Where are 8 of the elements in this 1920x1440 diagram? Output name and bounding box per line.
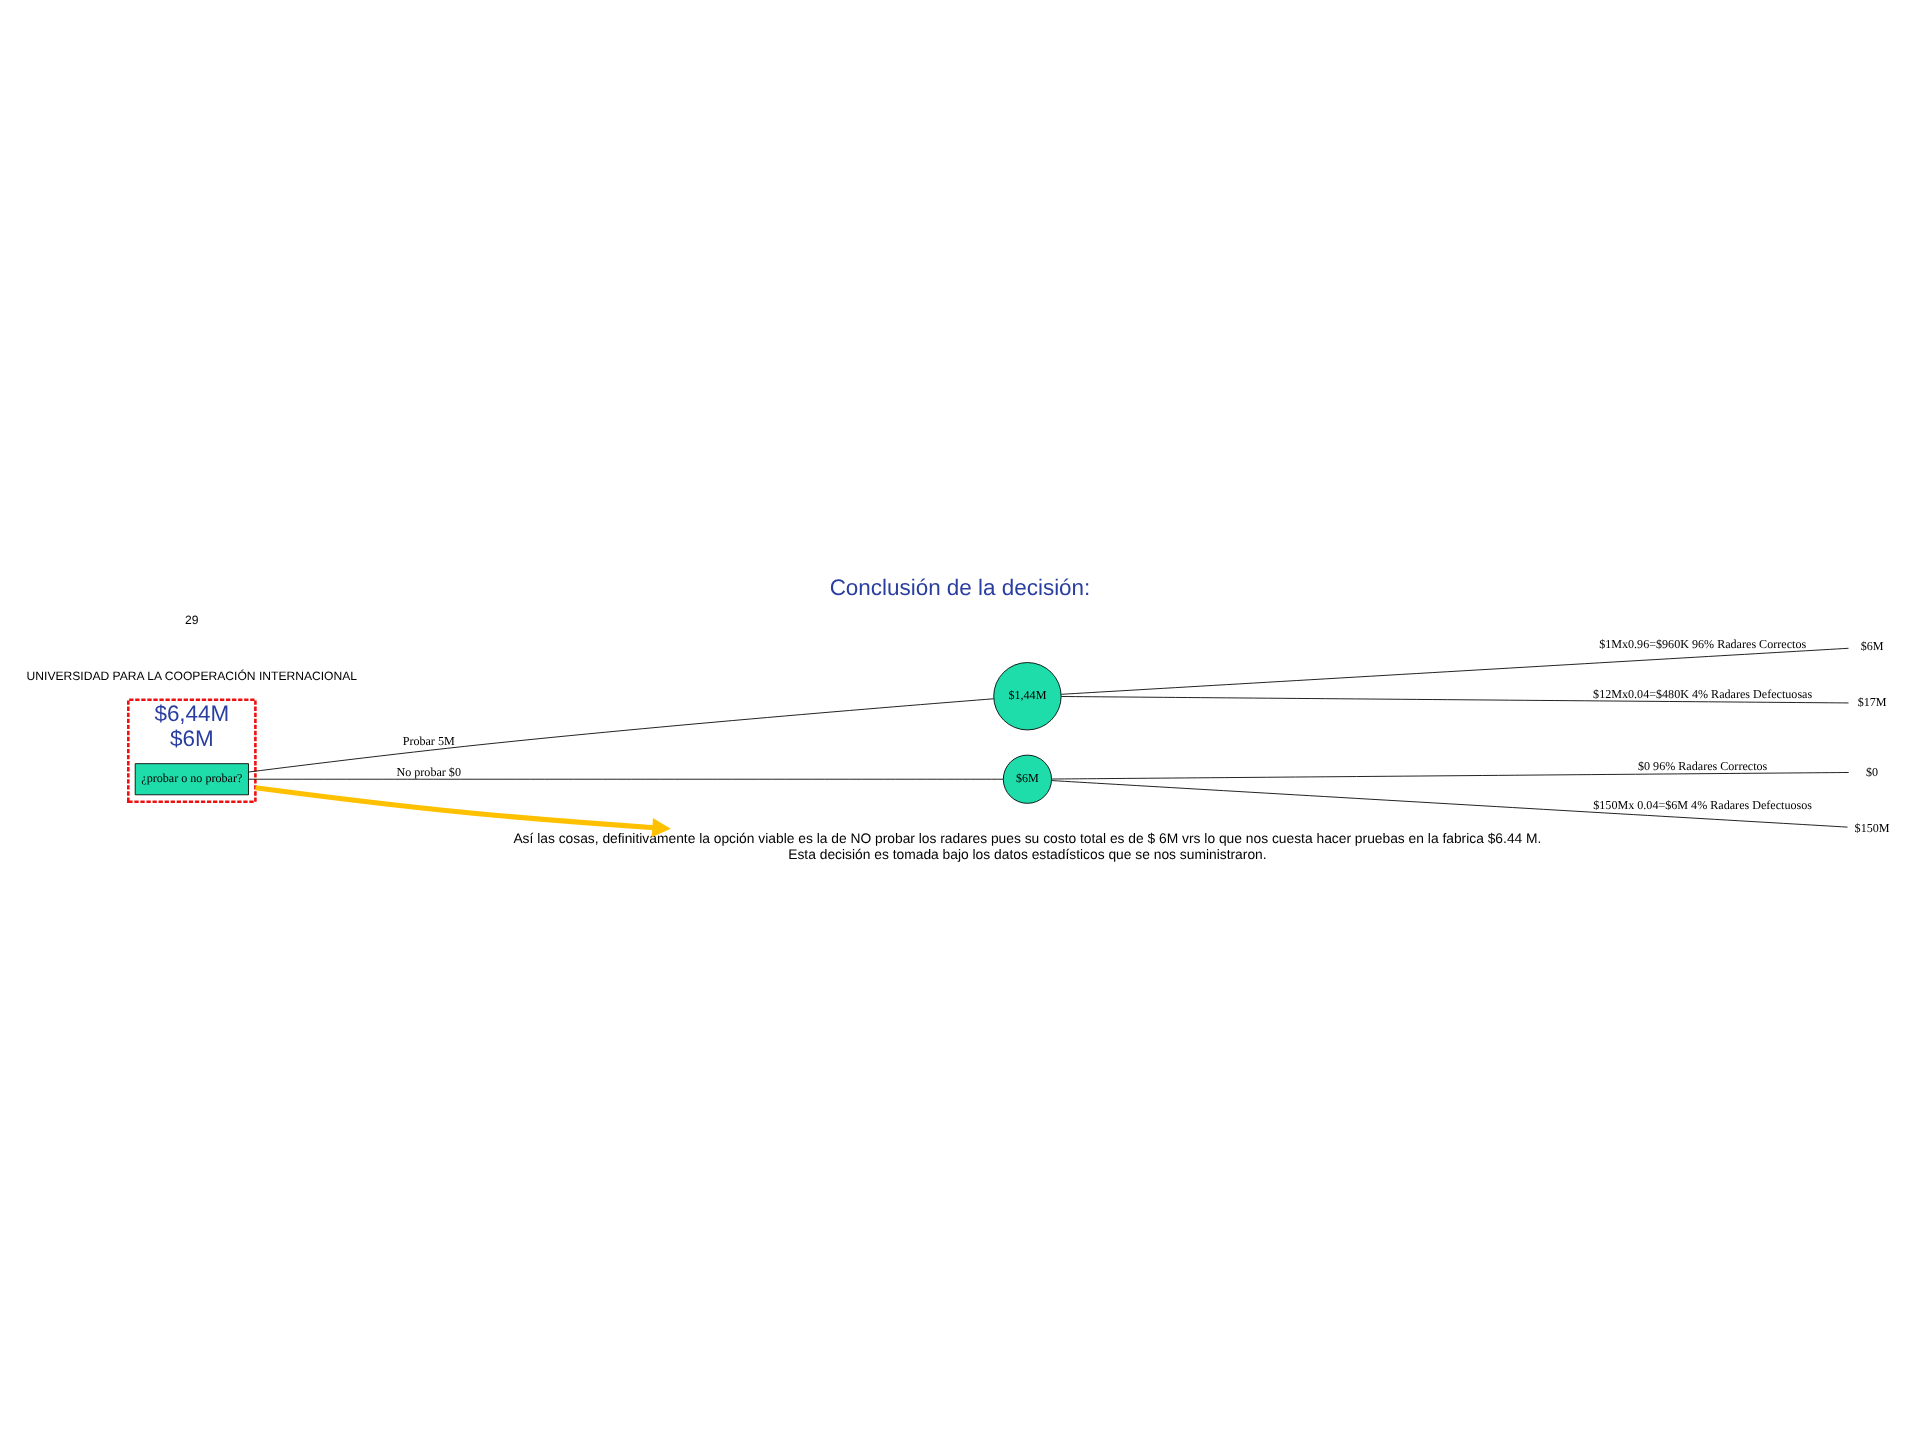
connector (1051, 772, 1850, 780)
diagram-title: Conclusión de la decisión: (829, 576, 1091, 601)
connector (1051, 780, 1848, 828)
connector (248, 778, 1004, 780)
arrow (255, 785, 671, 838)
connector (1060, 647, 1849, 695)
connector (1060, 696, 1849, 704)
connector (248, 698, 995, 773)
